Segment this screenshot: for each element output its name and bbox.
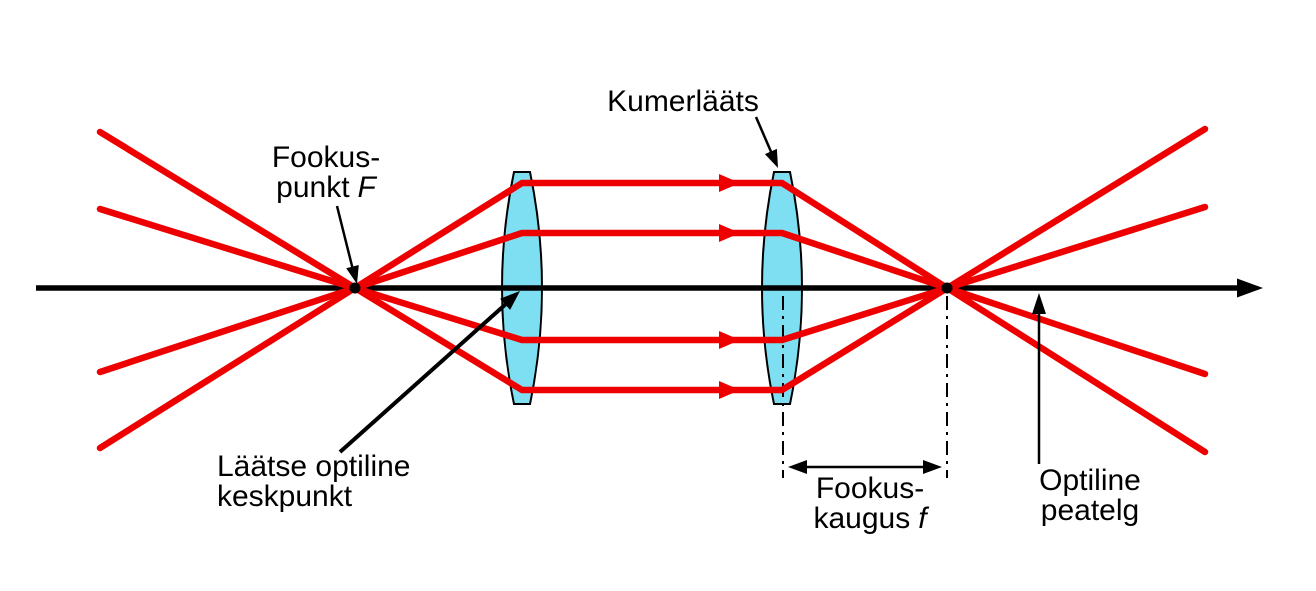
convex-lens-label: Kumerlääts (583, 87, 783, 117)
focal-point-symbol: F (357, 171, 376, 204)
ray-arrowhead-icon (719, 224, 740, 242)
focal-point-dot-left (349, 282, 361, 294)
optical-axis-pointer-arrowhead-icon (1032, 293, 1046, 314)
light-ray-3 (96, 203, 1209, 344)
light-ray-1 (96, 179, 1209, 456)
lens-center-pointer-line (338, 301, 509, 454)
focal-point-dot-right (941, 282, 953, 294)
focal-point-label-line1: Fookus- (271, 141, 381, 174)
light-ray-4 (96, 125, 1209, 394)
convex-lens-label-line1: Kumerlääts (607, 85, 759, 118)
lens-center-label: Läätse optiline keskpunkt (217, 452, 410, 512)
focal-length-right-arrowhead-icon (923, 460, 942, 474)
optical-axis-label-line1: Optiline (1039, 464, 1141, 497)
ray-arrowhead-icon (719, 381, 740, 399)
lens-center-label-line2: keskpunkt (217, 480, 353, 513)
focal-length-left-arrowhead-icon (788, 460, 807, 474)
lens-center-pointer-arrowhead-icon (500, 291, 520, 310)
convex-lens-pointer-arrowhead-icon (764, 148, 778, 168)
convex-lens-pointer-line (754, 116, 774, 155)
ray-arrowhead-icon (719, 331, 740, 349)
focal-length-symbol: f (918, 502, 927, 535)
light-ray-2 (96, 229, 1209, 378)
optical-axis-arrowhead-icon (1237, 278, 1263, 298)
focal-point-pointer-line (335, 205, 355, 271)
ray-arrowhead-icon (719, 174, 740, 192)
light-rays (96, 125, 1209, 456)
optical-axis-label-line2: peatelg (1040, 494, 1140, 527)
focal-length-label-line1: Fookus- (815, 472, 925, 505)
optical-axis-label: Optiline peatelg (990, 466, 1190, 526)
focal-point-pointer-arrowhead-icon (346, 265, 359, 284)
lens-center-label-line1: Läätse optiline (217, 450, 411, 483)
